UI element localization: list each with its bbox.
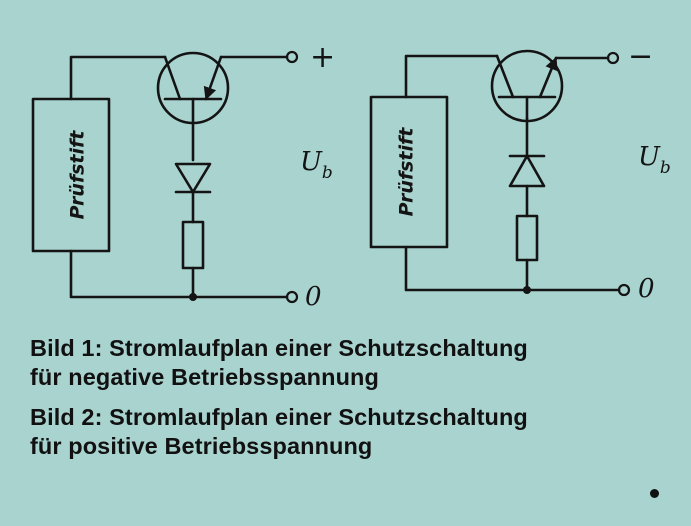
transistor-1 — [156, 51, 230, 125]
supply-sign-2: − — [628, 39, 653, 74]
terminal-plus-1 — [285, 50, 299, 64]
transistor-2 — [490, 49, 564, 123]
voltage-label-2: Ub — [638, 142, 671, 178]
terminal-ground-1 — [285, 290, 299, 304]
circuit-1: Prüfstift + 0 Ub — [31, 40, 335, 312]
circuit-2: Prüfstift − 0 Ub — [369, 39, 671, 304]
diode-2 — [508, 116, 546, 218]
wire-bottom-2 — [404, 245, 528, 292]
terminal-minus-2 — [606, 51, 620, 65]
wire-top-1 — [69, 55, 167, 101]
caption-2-line-2: für positive Betriebsspannung — [30, 433, 373, 459]
circuit-diagrams: Prüfstift + 0 Ub — [31, 39, 671, 312]
wire-top-2 — [404, 54, 499, 99]
caption-1-line-2: für negative Betriebsspannung — [30, 364, 379, 390]
terminal-ground-2 — [617, 283, 631, 297]
wire-bottom-1 — [69, 249, 192, 299]
caption-2: Bild 2: Stromlaufplan einer Schutzschalt… — [30, 403, 680, 461]
supply-sign-1: + — [310, 40, 335, 75]
captions: Bild 1: Stromlaufplan einer Schutzschalt… — [30, 334, 680, 472]
caption-1-line-1: Bild 1: Stromlaufplan einer Schutzschalt… — [30, 335, 528, 361]
voltage-label-1: Ub — [300, 147, 333, 183]
ground-label-2: 0 — [638, 274, 655, 304]
pruefstift-box-2 — [369, 95, 449, 249]
caption-1: Bild 1: Stromlaufplan einer Schutzschalt… — [30, 334, 680, 392]
resistor-1 — [181, 220, 205, 270]
caption-2-line-1: Bild 2: Stromlaufplan einer Schutzschalt… — [30, 404, 528, 430]
end-dot — [650, 489, 659, 498]
pruefstift-label-2: Prüfstift — [396, 127, 418, 217]
pruefstift-label-1: Prüfstift — [67, 130, 89, 220]
diode-1 — [174, 121, 212, 224]
resistor-2 — [515, 214, 539, 262]
ground-label-1: 0 — [305, 282, 322, 312]
